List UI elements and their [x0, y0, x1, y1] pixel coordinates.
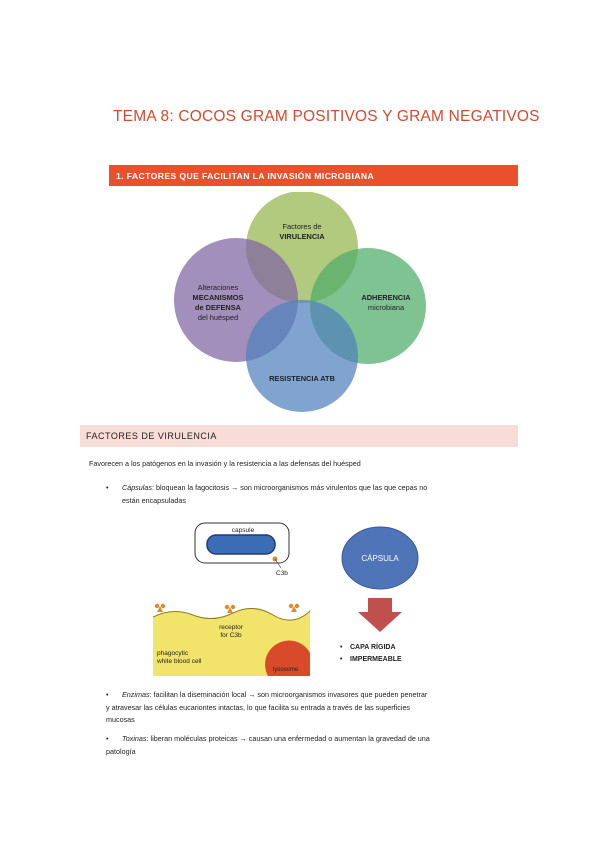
venn-bottom-line1: RESISTENCIA ATB	[269, 374, 335, 383]
capsula-item-1: CAPA RÍGIDA	[350, 642, 396, 651]
cell-label-1: phagocytic	[157, 650, 189, 657]
venn-diagram: Factores de VIRULENCIA Alteraciones MECA…	[174, 192, 426, 412]
capsula-circle-label: CÁPSULA	[361, 554, 399, 563]
venn-right-line1: ADHERENCIA	[361, 293, 411, 302]
bullet-text: : facilitan la diseminación local → son …	[149, 690, 428, 699]
bullet-text-cont: patología	[106, 746, 136, 756]
bullet-dot: •	[106, 734, 109, 743]
venn-left-line3: de DEFENSA	[195, 303, 242, 312]
page-title: TEMA 8: COCOS GRAM POSITIVOS Y GRAM NEGA…	[113, 108, 540, 125]
venn-top-line2: VIRULENCIA	[279, 232, 325, 241]
bullet-dot: •	[106, 483, 109, 492]
venn-left-line4: del huésped	[198, 313, 238, 322]
section-header: 1. FACTORES QUE FACILITAN LA INVASIÓN MI…	[109, 165, 518, 186]
lysosome-label: lysosome	[273, 667, 299, 673]
bullet-term: Toxinas	[122, 734, 147, 743]
bullet-term: Cápsulas	[122, 483, 152, 492]
receptor-label-1: receptor	[219, 624, 244, 631]
capsula-circle	[341, 526, 419, 590]
subsection-header: FACTORES DE VIRULENCIA	[80, 425, 518, 447]
bullet-toxinas: • Toxinas: liberan moléculas proteicas →…	[106, 733, 522, 758]
bullet-text-cont: y atravesar las células eucariontes inta…	[106, 702, 411, 712]
capsula-item-2: IMPERMEABLE	[350, 656, 402, 663]
capsule-label: capsule	[232, 527, 255, 534]
bullet-dot: •	[106, 690, 109, 699]
cell-label-2: white blood cell	[156, 658, 202, 665]
venn-circle-resistencia	[246, 300, 358, 412]
down-arrow-icon	[358, 598, 402, 632]
bullet-text-cont: están encapsuladas	[122, 495, 186, 505]
venn-left-line2: MECANISMOS	[193, 293, 244, 302]
venn-top-line1: Factores de	[282, 222, 321, 231]
bullet-text: : bloquean la fagocitosis → son microorg…	[151, 483, 428, 492]
receptor-label-2: for C3b	[220, 632, 242, 639]
capsula-diagram: CÁPSULA • CAPA RÍGIDA • IMPERMEABLE	[340, 526, 419, 663]
intro-text: Favorecen a los patógenos en la invasión…	[89, 459, 361, 468]
c3b-label: C3b	[276, 570, 288, 577]
svg-text:•: •	[340, 656, 343, 663]
capsule-illustration: capsule C3b receptor for C3b phagocytic …	[153, 521, 310, 676]
bullet-text: : liberan moléculas proteicas → causan u…	[146, 734, 430, 743]
bullet-capsulas: • Cápsulas: bloquean la fagocitosis → so…	[106, 482, 522, 507]
bullet-term: Enzimas	[122, 690, 150, 699]
bullet-text-cont: mucosas	[106, 715, 135, 724]
venn-left-line1: Alteraciones	[198, 283, 239, 292]
bullet-enzimas: • Enzimas: facilitan la diseminación loc…	[106, 689, 522, 727]
venn-right-line2: microbiana	[368, 303, 405, 312]
svg-text:•: •	[340, 644, 343, 651]
